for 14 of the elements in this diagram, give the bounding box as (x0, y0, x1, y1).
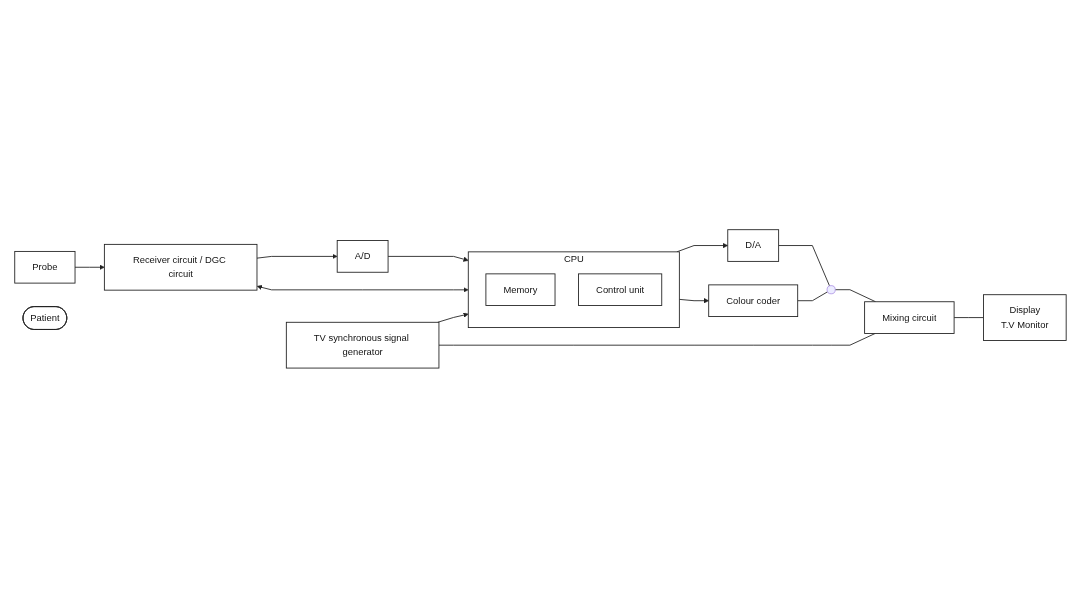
node-box: Colour coder (708, 284, 799, 318)
node-box: Control unit (578, 273, 663, 307)
connector (797, 291, 829, 302)
connector (953, 317, 984, 319)
node-box: A/D (336, 240, 389, 273)
node-box: D/A (727, 229, 780, 262)
node-box: Display T.V Monitor (983, 294, 1067, 342)
node-box: Memory (485, 273, 556, 307)
node-box: TV synchronous signal generator (285, 321, 440, 369)
connector (438, 333, 876, 346)
node-switch (826, 285, 836, 295)
node-box: Probe (14, 251, 76, 284)
node-box: Receiver circuit / DGC circuit (104, 244, 258, 291)
node-box: Mixing circuit (864, 301, 955, 334)
